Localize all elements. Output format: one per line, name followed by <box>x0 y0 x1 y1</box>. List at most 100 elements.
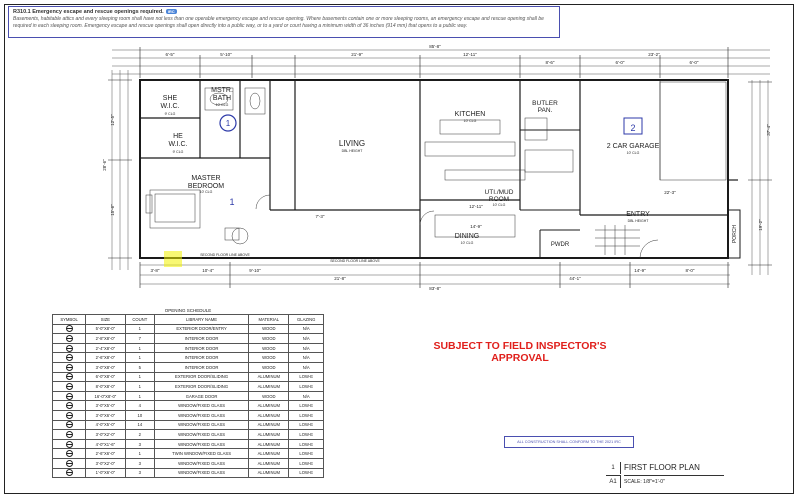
dim-top-c: 21'-9" <box>351 52 363 57</box>
she-wic-label: SHE <box>163 95 178 102</box>
garage-clg: 10' CLG <box>627 151 640 155</box>
code-note-body: Basements, habitable attics and every sl… <box>13 16 544 29</box>
living-label: LIVING <box>339 139 365 148</box>
dim-right-b: 19'-2" <box>758 219 763 231</box>
porch-label: PORCH <box>732 225 738 243</box>
second-floor-line-label-2: SECOND FLOOR LINE ABOVE <box>200 253 250 257</box>
opening-symbol-icon <box>65 440 73 448</box>
dim-top-a: 6'-5" <box>166 52 175 57</box>
schedule-symbol-cell <box>51 342 87 354</box>
dimension-lines <box>111 49 770 285</box>
schedule-cell: LOW-E <box>288 371 324 383</box>
schedule-header: LIBRARY NAME <box>153 314 250 325</box>
schedule-cell: 6'-0"X8'-0" <box>85 371 126 383</box>
schedule-cell: WOOD <box>248 352 290 363</box>
opening-symbol-icon <box>65 334 73 342</box>
master-clg: 10' CLG <box>200 190 213 194</box>
schedule-header: SYMBOL <box>51 314 87 325</box>
schedule-cell: WOOD <box>248 390 290 402</box>
schedule-cell: WOOD <box>248 333 290 344</box>
highlight-mark <box>164 251 182 267</box>
schedule-cell: WOOD <box>248 323 290 335</box>
schedule-cell: ALUMINUM <box>248 419 290 431</box>
dim-int-d: 7'-3" <box>316 214 325 219</box>
garage-label: 2 CAR GARAGE <box>607 143 660 150</box>
schedule-cell: 1 <box>124 371 155 383</box>
schedule-cell: ALUMINUM <box>248 467 290 479</box>
schedule-header: MATERIAL <box>248 314 290 325</box>
schedule-cell: WINDOW/FIXED GLASS <box>153 429 250 440</box>
schedule-cell: LOW-E <box>288 448 324 459</box>
schedule-cell: 5'-0"X8'-0" <box>85 323 126 335</box>
he-wic-label: HE <box>173 133 183 140</box>
opening-symbol-icon <box>65 363 73 371</box>
schedule-symbol-cell <box>51 333 87 344</box>
schedule-cell: LOW-E <box>288 467 324 479</box>
opening-symbol-icon <box>65 325 73 333</box>
she-wic-clg: 9' CLG <box>165 112 176 116</box>
schedule-cell: WOOD <box>248 342 290 354</box>
schedule-cell: N/A <box>288 323 324 335</box>
schedule-cell: INTERIOR DOOR <box>153 342 250 354</box>
conformance-note: ALL CONSTRUCTION SHALL CONFORM TO THE 20… <box>504 436 634 448</box>
schedule-symbol-cell <box>51 323 87 335</box>
schedule-cell: 10 <box>124 409 155 421</box>
schedule-cell: ALUMINUM <box>248 438 290 450</box>
schedule-symbol-cell <box>51 400 87 411</box>
schedule-cell: 3 <box>124 438 155 450</box>
schedule-symbol-cell <box>51 467 87 479</box>
opening-symbol-icon <box>65 411 73 419</box>
schedule-cell: LOW-E <box>288 400 324 411</box>
schedule-symbol-cell <box>51 438 87 450</box>
schedule-cell: 3 <box>124 457 155 469</box>
schedule-cell: 2'-6"X8'-0" <box>85 352 126 363</box>
schedule-cell: N/A <box>288 361 324 373</box>
opening-symbol-icon <box>65 459 73 467</box>
dim-int-a: 14'-9" <box>470 224 482 229</box>
marker-one-master: 1 <box>229 197 234 207</box>
schedule-cell: INTERIOR DOOR <box>153 333 250 344</box>
schedule-cell: LOW-E <box>288 429 324 440</box>
opening-symbol-icon <box>65 344 73 352</box>
marker-two: 2 <box>630 123 635 133</box>
schedule-cell: 2'-6"X6'-0" <box>85 448 126 459</box>
util-label: UTI./MUD <box>485 189 514 196</box>
marker-one-bath: 1 <box>226 119 231 128</box>
schedule-cell: LOW-E <box>288 409 324 421</box>
master-label-2: BEDROOM <box>188 183 224 190</box>
code-note-title: R310.1 Emergency escape and rescue openi… <box>13 9 164 15</box>
schedule-cell: 1 <box>124 323 155 335</box>
schedule-cell: LOW-E <box>288 438 324 450</box>
code-requirement-note: R310.1 Emergency escape and rescue openi… <box>8 6 560 38</box>
dimension-ticks <box>108 47 772 288</box>
schedule-cell: N/A <box>288 352 324 363</box>
schedule-cell: WINDOW/FIXED GLASS <box>153 400 250 411</box>
schedule-cell: ALUMINUM <box>248 457 290 469</box>
dim-bottom-f: 8'-0" <box>686 268 695 273</box>
schedule-cell: EXTERIOR DOOR/SLIDING <box>153 371 250 383</box>
drawing-scale: SCALE: 1/8"=1'-0" <box>624 475 724 488</box>
schedule-header: COUNT <box>124 314 155 325</box>
schedule-cell: 4 <box>124 400 155 411</box>
schedule-cell: 4'-0"X5'-0" <box>85 419 126 431</box>
dim-top-total: 85'-8" <box>429 44 441 49</box>
opening-symbol-icon <box>65 382 73 390</box>
schedule-cell: EXTERIOR DOOR/ENTRY <box>153 323 250 335</box>
dim-top-d: 12'-11" <box>463 52 477 57</box>
opening-symbol-icon <box>65 469 73 477</box>
schedule-cell: GARAGE DOOR <box>153 390 250 402</box>
util-label-2: ROOM <box>489 196 509 203</box>
schedule-symbol-cell <box>51 409 87 421</box>
sheet-border <box>4 4 794 494</box>
kitchen-label: KITCHEN <box>455 111 486 118</box>
